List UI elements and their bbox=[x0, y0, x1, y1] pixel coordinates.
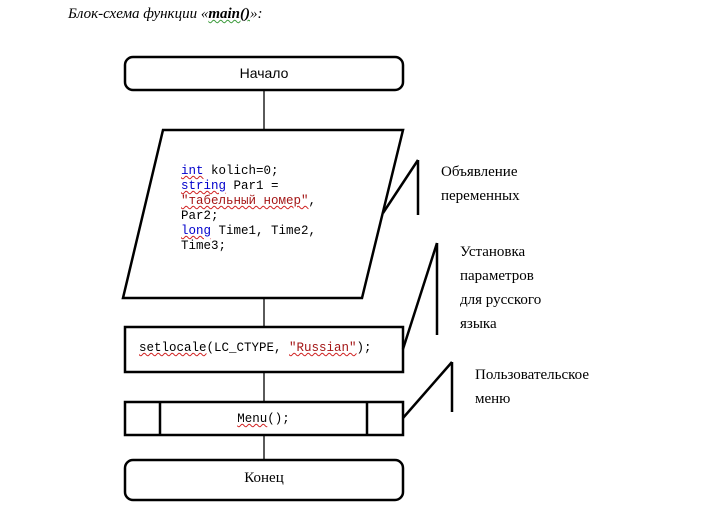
code-line-4: Par2; bbox=[181, 209, 219, 223]
annotation-menu-bracket bbox=[402, 361, 454, 419]
annotation-declarations-bracket bbox=[381, 159, 420, 215]
code-line-2: string Par1 = bbox=[181, 179, 279, 193]
menu-predefined-process bbox=[123, 400, 405, 437]
declarations-code: int kolich=0; string Par1 = "табельный н… bbox=[181, 164, 316, 254]
setlocale-code: setlocale(LC_CTYPE, "Russian"); bbox=[139, 341, 372, 355]
setlocale-process-block bbox=[123, 325, 405, 374]
annotation-setlocale-bracket bbox=[401, 242, 439, 350]
annotation-menu-text: Пользовательское меню bbox=[475, 367, 590, 407]
code-line-6: Time3; bbox=[181, 239, 227, 253]
end-label: Конец bbox=[244, 470, 284, 486]
diagram-title: Блок-схема функции «main()»: bbox=[68, 6, 263, 22]
title-function-name: main() bbox=[208, 6, 250, 22]
start-label: Начало bbox=[239, 65, 289, 81]
code-line-1: int kolich=0; bbox=[181, 164, 279, 178]
end-terminator bbox=[123, 458, 405, 502]
declarations-io-block bbox=[121, 128, 405, 300]
code-line-3: "табельный номер", bbox=[181, 194, 317, 208]
menu-code: Menu(); bbox=[237, 412, 290, 426]
code-line-5: long Time1, Time2, bbox=[181, 224, 317, 238]
annotation-setlocale-text: Установка параметров для русского языка bbox=[460, 244, 542, 332]
annotation-declarations-text: Объявление переменных bbox=[441, 164, 520, 204]
